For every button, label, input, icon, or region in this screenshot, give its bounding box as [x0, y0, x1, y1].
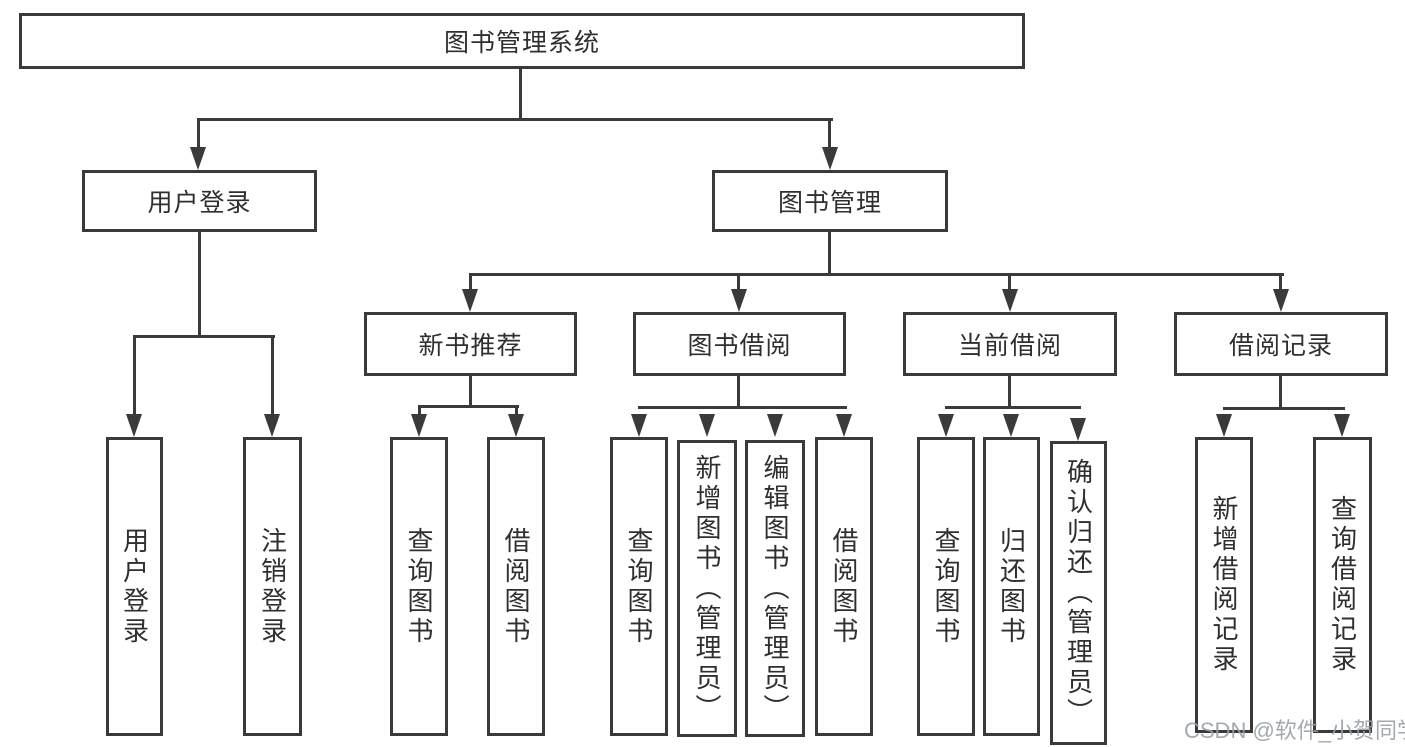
leaf-label: 确认归还（管理员） [1063, 458, 1094, 728]
connector-line [945, 406, 1081, 409]
connector-line [418, 405, 421, 417]
leaf-label: 借阅图书 [829, 526, 859, 647]
connector-line [1223, 407, 1345, 410]
node-book-management: 图书管理 [712, 170, 948, 232]
leaf-user-login: 用户登录 [106, 437, 163, 736]
leaf-query-borrow-record: 查询借阅记录 [1313, 437, 1372, 733]
leaf-label: 查询图书 [404, 526, 434, 647]
connector-line [515, 405, 518, 417]
arrowhead-icon [508, 414, 524, 437]
leaf-label: 编辑图书（管理员） [760, 453, 790, 724]
arrowhead-icon [1070, 418, 1086, 441]
leaf-logout: 注销登录 [243, 437, 302, 736]
connector-line [133, 335, 275, 338]
connector-line [197, 118, 833, 121]
connector-line [469, 273, 472, 293]
leaf-label: 注销登录 [257, 526, 288, 647]
leaf-query-book-3: 查询图书 [917, 437, 975, 736]
node-book-borrow: 图书借阅 [633, 312, 846, 376]
connector-line [197, 118, 200, 149]
arrowhead-icon [1334, 414, 1350, 437]
connector-line [519, 69, 522, 121]
connector-line [198, 232, 201, 338]
leaf-confirm-return-admin: 确认归还（管理员） [1050, 441, 1107, 745]
leaf-label: 查询借阅记录 [1327, 495, 1358, 675]
arrowhead-icon [190, 147, 206, 170]
arrowhead-icon [631, 414, 647, 437]
connector-line [737, 273, 740, 293]
leaf-label: 借阅图书 [501, 526, 531, 647]
node-borrow-record: 借阅记录 [1174, 312, 1388, 376]
connector-line [828, 232, 831, 276]
arrowhead-icon [767, 414, 783, 437]
node-label: 新书推荐 [418, 332, 523, 360]
arrowhead-icon [1003, 414, 1019, 437]
arrowhead-icon [836, 414, 852, 437]
connector-line [469, 376, 472, 408]
arrowhead-icon [731, 289, 747, 312]
leaf-label: 归还图书 [996, 526, 1027, 647]
arrowhead-icon [1002, 289, 1018, 312]
arrowhead-icon [264, 414, 280, 437]
leaf-edit-book-admin: 编辑图书（管理员） [745, 440, 805, 737]
connector-line [418, 405, 519, 408]
csdn-watermark: CSDN @软件_小贺同学 [1184, 718, 1405, 743]
connector-line [133, 335, 136, 416]
connector-line [828, 118, 831, 149]
node-root: 图书管理系统 [19, 13, 1025, 69]
connector-line [638, 406, 847, 409]
leaf-label: 用户登录 [119, 526, 150, 647]
leaf-query-book-1: 查询图书 [390, 437, 448, 736]
arrowhead-icon [938, 414, 954, 437]
node-current-borrow: 当前借阅 [903, 312, 1117, 376]
leaf-return-book: 归还图书 [983, 437, 1040, 736]
leaf-borrow-book-2: 借阅图书 [815, 437, 873, 736]
leaf-label: 新增借阅记录 [1209, 495, 1239, 675]
node-label: 图书借阅 [687, 332, 792, 360]
leaf-label: 查询图书 [624, 526, 654, 647]
node-root-label: 图书管理系统 [443, 29, 600, 57]
leaf-label: 查询图书 [931, 526, 961, 647]
leaf-add-borrow-record: 新增借阅记录 [1195, 437, 1253, 733]
arrowhead-icon [462, 289, 478, 312]
arrowhead-icon [411, 414, 427, 437]
arrowhead-icon [699, 414, 715, 437]
arrowhead-icon [126, 414, 142, 437]
leaf-add-book-admin: 新增图书（管理员） [677, 440, 737, 737]
node-label: 图书管理 [777, 189, 882, 217]
arrowhead-icon [822, 147, 838, 170]
node-label: 当前借阅 [957, 332, 1062, 360]
connector-line [469, 273, 1284, 276]
node-label: 借阅记录 [1228, 332, 1333, 360]
leaf-borrow-book-1: 借阅图书 [487, 437, 545, 736]
node-new-book-recommend: 新书推荐 [364, 312, 577, 376]
node-label: 用户登录 [147, 189, 252, 217]
leaf-query-book-2: 查询图书 [610, 437, 668, 736]
arrowhead-icon [1273, 289, 1289, 312]
connector-line [271, 335, 274, 416]
connector-line [737, 376, 740, 409]
connector-line [1279, 273, 1282, 293]
connector-line [1279, 376, 1282, 410]
arrowhead-icon [1216, 414, 1232, 437]
connector-line [1008, 273, 1011, 293]
leaf-label: 新增图书（管理员） [692, 453, 722, 724]
connector-line [1008, 376, 1011, 409]
node-user-login: 用户登录 [82, 170, 317, 232]
